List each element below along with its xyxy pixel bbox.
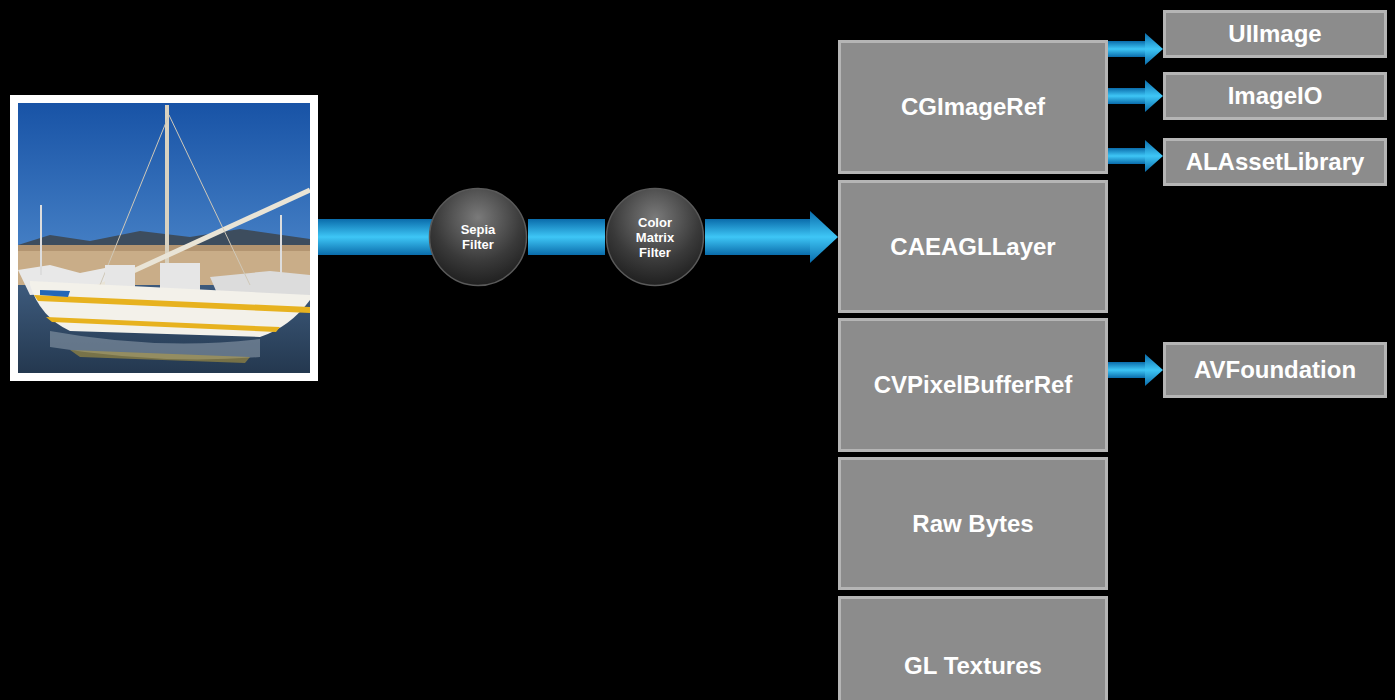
filter-circle: Color Matrix Filter [605, 187, 705, 287]
photo-frame [10, 95, 318, 381]
harbor-photo [10, 95, 318, 381]
flow-arrow [1108, 354, 1163, 386]
arrow-shaft [1108, 88, 1146, 104]
arrow-shaft [528, 219, 605, 255]
output-box: CGImageRef [838, 40, 1108, 174]
box-label: GL Textures [904, 652, 1042, 680]
filter-label: Sepia Filter [449, 222, 507, 252]
filter-label: Color Matrix Filter [626, 215, 684, 260]
flow-arrow [1108, 80, 1163, 112]
flow-band [318, 219, 438, 255]
output-box: Raw Bytes [838, 457, 1108, 590]
output-box: CVPixelBufferRef [838, 318, 1108, 452]
output-box: CAEAGLLayer [838, 180, 1108, 313]
output-box: GL Textures [838, 596, 1108, 700]
box-label: ALAssetLibrary [1186, 148, 1365, 176]
output-box: AVFoundation [1163, 342, 1387, 398]
box-label: CAEAGLLayer [890, 233, 1055, 261]
arrow-shaft [705, 219, 811, 255]
arrow-head [1145, 354, 1163, 386]
box-label: CVPixelBufferRef [874, 371, 1073, 399]
arrow-shaft [1108, 41, 1146, 57]
arrow-head [1145, 80, 1163, 112]
output-box: UIImage [1163, 10, 1387, 58]
flow-arrow [705, 211, 838, 263]
box-label: CGImageRef [901, 93, 1045, 121]
box-label: AVFoundation [1194, 356, 1356, 384]
arrow-shaft [1108, 148, 1146, 164]
arrow-head [1145, 140, 1163, 172]
output-box: ImageIO [1163, 72, 1387, 120]
arrow-head [810, 211, 838, 263]
filter-circle: Sepia Filter [428, 187, 528, 287]
arrow-head [1145, 33, 1163, 65]
output-box: ALAssetLibrary [1163, 138, 1387, 186]
flow-arrow [528, 237, 605, 238]
flow-arrow [1108, 140, 1163, 172]
box-label: Raw Bytes [912, 510, 1033, 538]
box-label: ImageIO [1228, 82, 1323, 110]
box-label: UIImage [1228, 20, 1321, 48]
flow-arrow [1108, 33, 1163, 65]
arrow-shaft [1108, 362, 1146, 378]
